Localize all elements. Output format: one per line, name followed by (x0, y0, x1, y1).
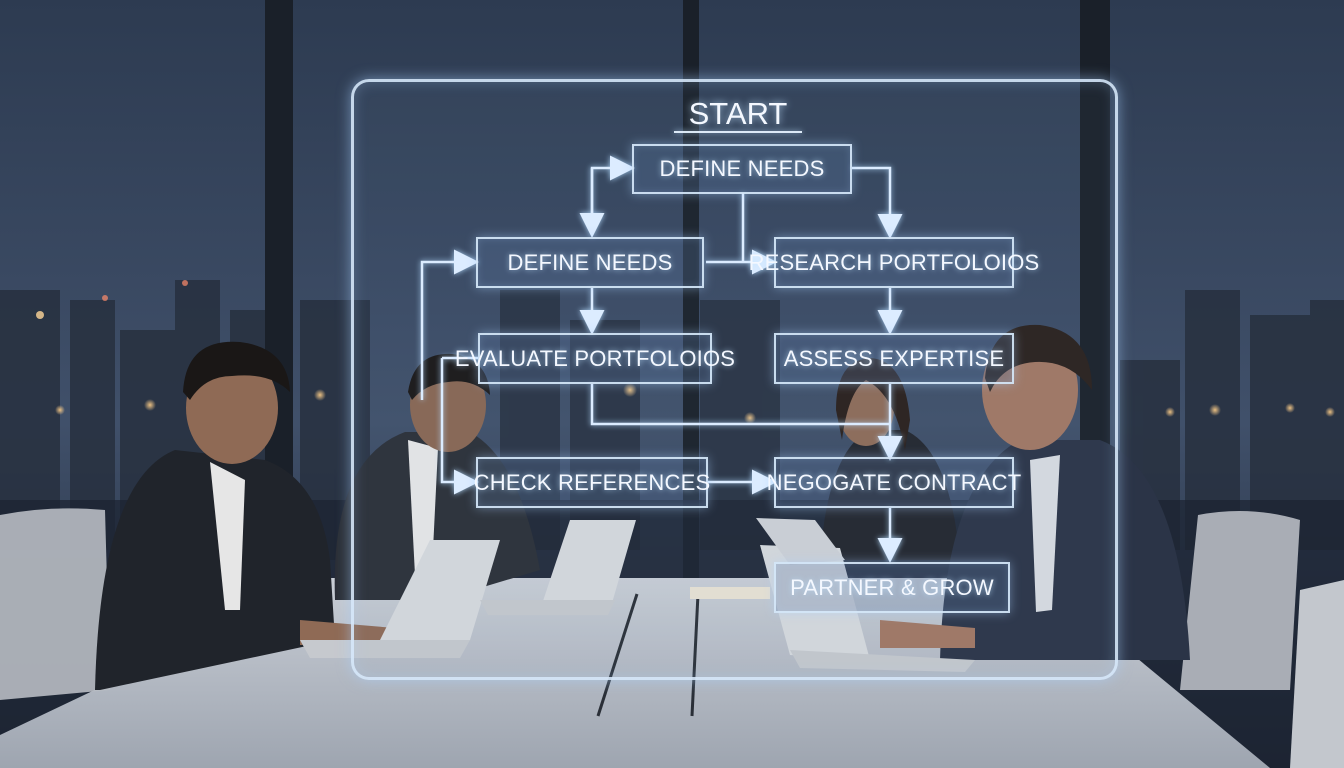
node-negotiate-contract: NEGOGATE CONTRACT (767, 457, 1021, 508)
table-cable-channel (596, 593, 700, 717)
start-underline (674, 131, 802, 133)
node-research-portfolios: RESEARCH PORTFOLOIOS (749, 237, 1039, 288)
node-evaluate-portfolios: EVALUATE PORTFOLOIOS (455, 333, 735, 384)
office-chairs (0, 508, 1344, 768)
node-check-references: CHECK REFERENCES (474, 457, 710, 508)
notebook (690, 587, 770, 599)
person-right (880, 324, 1190, 660)
node-define-needs-top: DEFINE NEEDS (632, 144, 852, 194)
person-center-right (820, 358, 960, 560)
person-left (95, 341, 395, 690)
laptops (300, 518, 975, 672)
start-label: START (688, 96, 788, 131)
node-partner-grow: PARTNER & GROW (774, 562, 1010, 613)
node-define-needs-left: DEFINE NEEDS (476, 237, 704, 288)
node-assess-expertise: ASSESS EXPERTISE (774, 333, 1014, 384)
